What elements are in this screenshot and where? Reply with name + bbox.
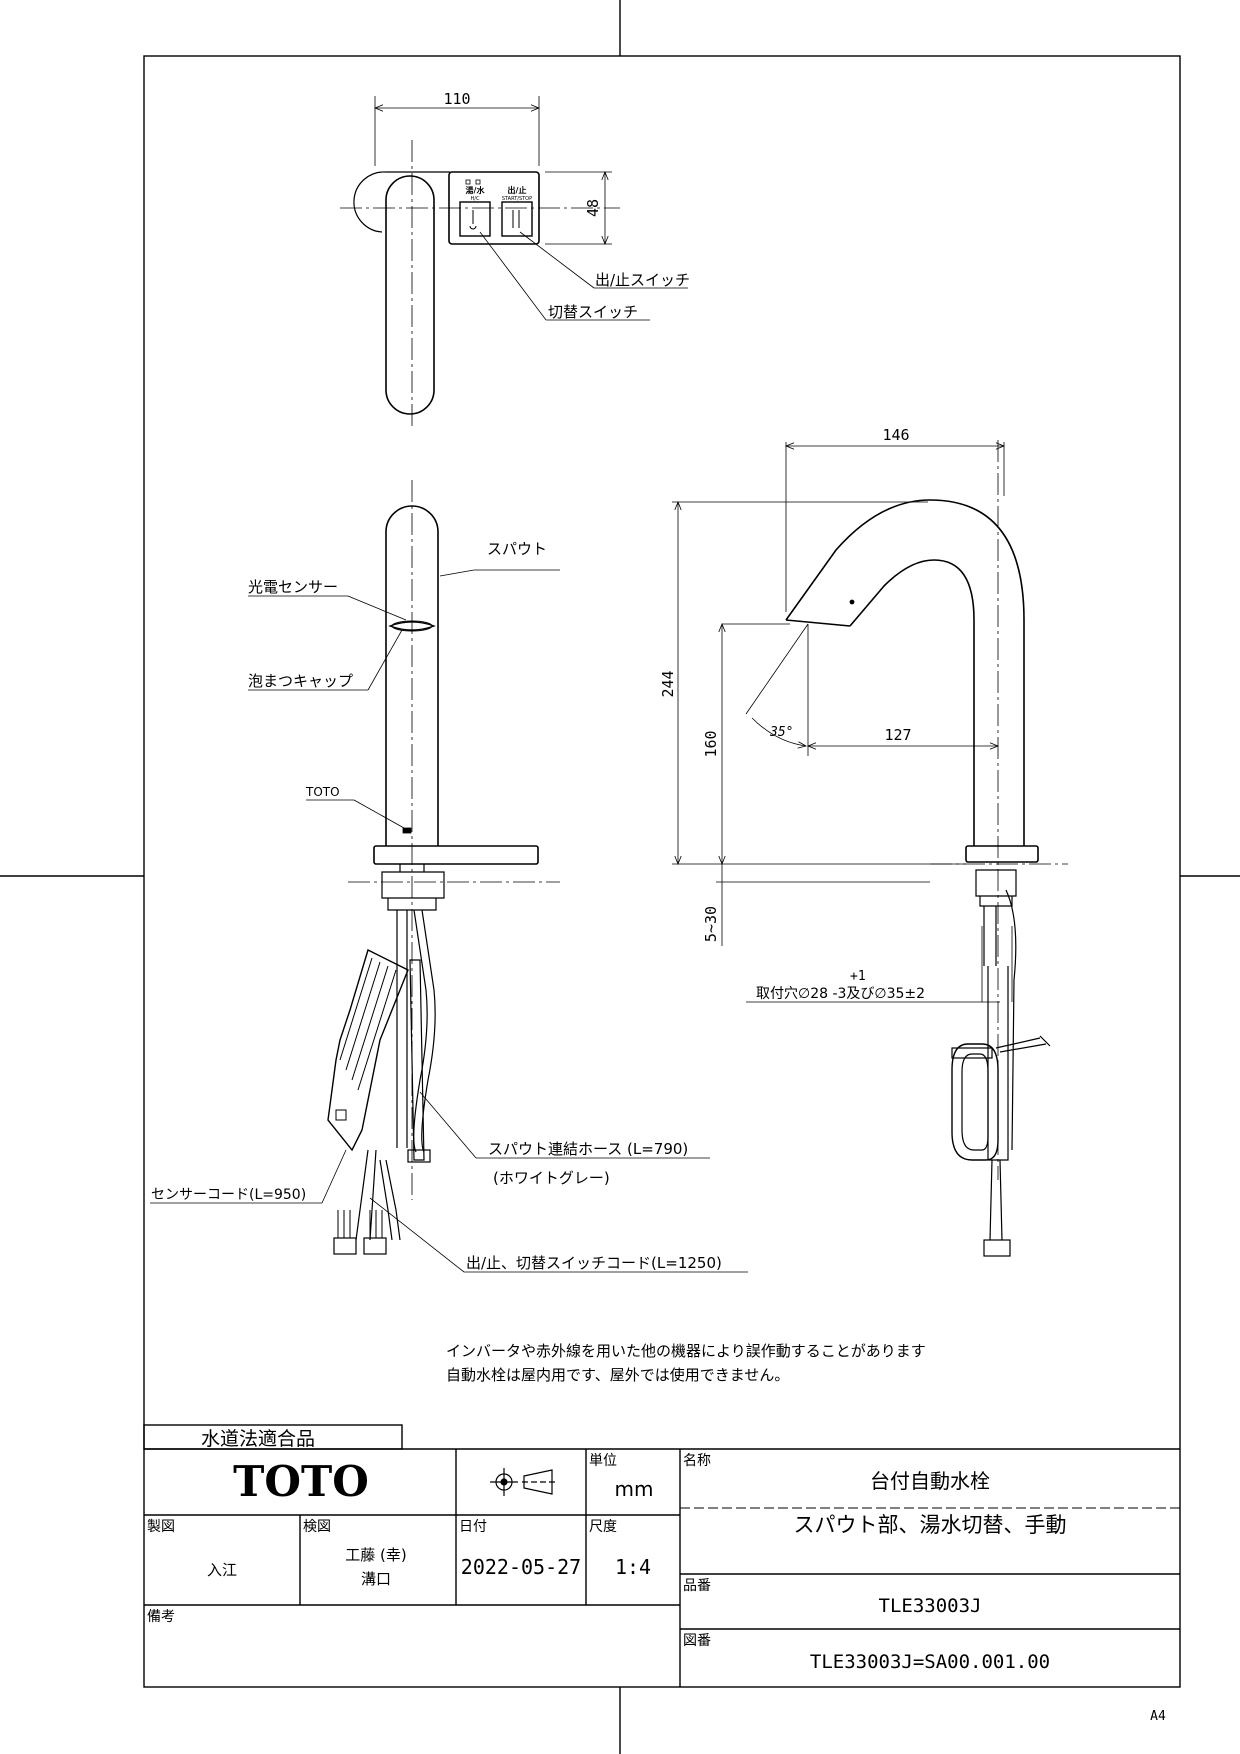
dim-hole-tolerance: +1 <box>850 969 866 984</box>
dim-top-width: 110 <box>443 90 470 108</box>
dim-counter-thickness: 5~30 <box>702 906 720 942</box>
checked-by-2: 溝口 <box>361 1570 391 1588</box>
dim-side-width: 146 <box>882 426 909 444</box>
date-label: 日付 <box>459 1519 487 1535</box>
callout-hose-color: (ホワイトグレー) <box>493 1169 610 1187</box>
drawn-label: 製図 <box>147 1519 175 1535</box>
dim-total-height: 244 <box>659 670 677 697</box>
checked-label: 検図 <box>303 1519 331 1535</box>
paper-size: A4 <box>1150 1709 1166 1724</box>
projection-symbol-icon <box>490 1468 556 1496</box>
product-name-line2: スパウト部、湯水切替、手動 <box>794 1513 1067 1537</box>
dim-top-height: 48 <box>584 199 602 217</box>
callout-spout: スパウト <box>487 540 547 558</box>
drawing-no-label: 図番 <box>683 1633 711 1649</box>
note-interference: インバータや赤外線を用いた他の機器により誤作動することがあります <box>446 1342 926 1360</box>
switch-sub-start-stop: START/STOP <box>502 196 532 202</box>
scale-value: 1:4 <box>615 1555 651 1579</box>
dim-spout-height: 160 <box>702 730 720 757</box>
unit-label: 単位 <box>589 1453 617 1469</box>
switch-sub-hot-cold: H/C <box>471 196 480 202</box>
note-indoor-use: 自動水栓は屋内用です、屋外では使用できません。 <box>446 1366 789 1384</box>
side-view <box>672 440 1068 1257</box>
dim-hole-spec: 取付穴∅28 -3及び∅35±2 <box>756 986 925 1002</box>
part-no-label: 品番 <box>683 1578 711 1594</box>
checked-by-1: 工藤 (幸) <box>345 1546 406 1564</box>
front-view <box>150 480 748 1273</box>
switch-label-start-stop: 出/止 <box>508 185 527 195</box>
scale-label: 尺度 <box>589 1519 617 1535</box>
callout-toto-mark: TOTO <box>305 785 340 799</box>
callout-aerator: 泡まつキャップ <box>248 672 353 690</box>
callout-sensor: 光電センサー <box>248 578 338 596</box>
callout-change-switch: 切替スイッチ <box>548 303 638 321</box>
dim-reach: 127 <box>884 726 911 744</box>
date-value: 2022-05-27 <box>461 1555 581 1579</box>
callout-sensor-cord: センサーコード(L=950) <box>151 1187 306 1203</box>
toto-logo: TOTO <box>233 1457 369 1506</box>
callout-hose: スパウト連結ホース (L=790) <box>488 1140 688 1158</box>
part-no-value: TLE33003J <box>879 1595 982 1617</box>
callout-switch-cord: 出/止、切替スイッチコード(L=1250) <box>466 1254 722 1272</box>
name-label: 名称 <box>683 1453 711 1469</box>
top-view <box>340 96 688 430</box>
unit-value: mm <box>615 1477 654 1501</box>
product-name-line1: 台付自動水栓 <box>870 1469 990 1493</box>
compliance-label: 水道法適合品 <box>201 1428 315 1450</box>
title-block-lines <box>143 1424 1180 1687</box>
remarks-label: 備考 <box>147 1609 175 1625</box>
callout-stop-switch: 出/止スイッチ <box>595 271 690 289</box>
switch-label-hot-cold: 湯/水 <box>466 185 486 195</box>
dim-angle: 35° <box>769 725 793 740</box>
drawing-no-value: TLE33003J=SA00.001.00 <box>810 1651 1050 1673</box>
drawn-by: 入江 <box>207 1561 237 1579</box>
